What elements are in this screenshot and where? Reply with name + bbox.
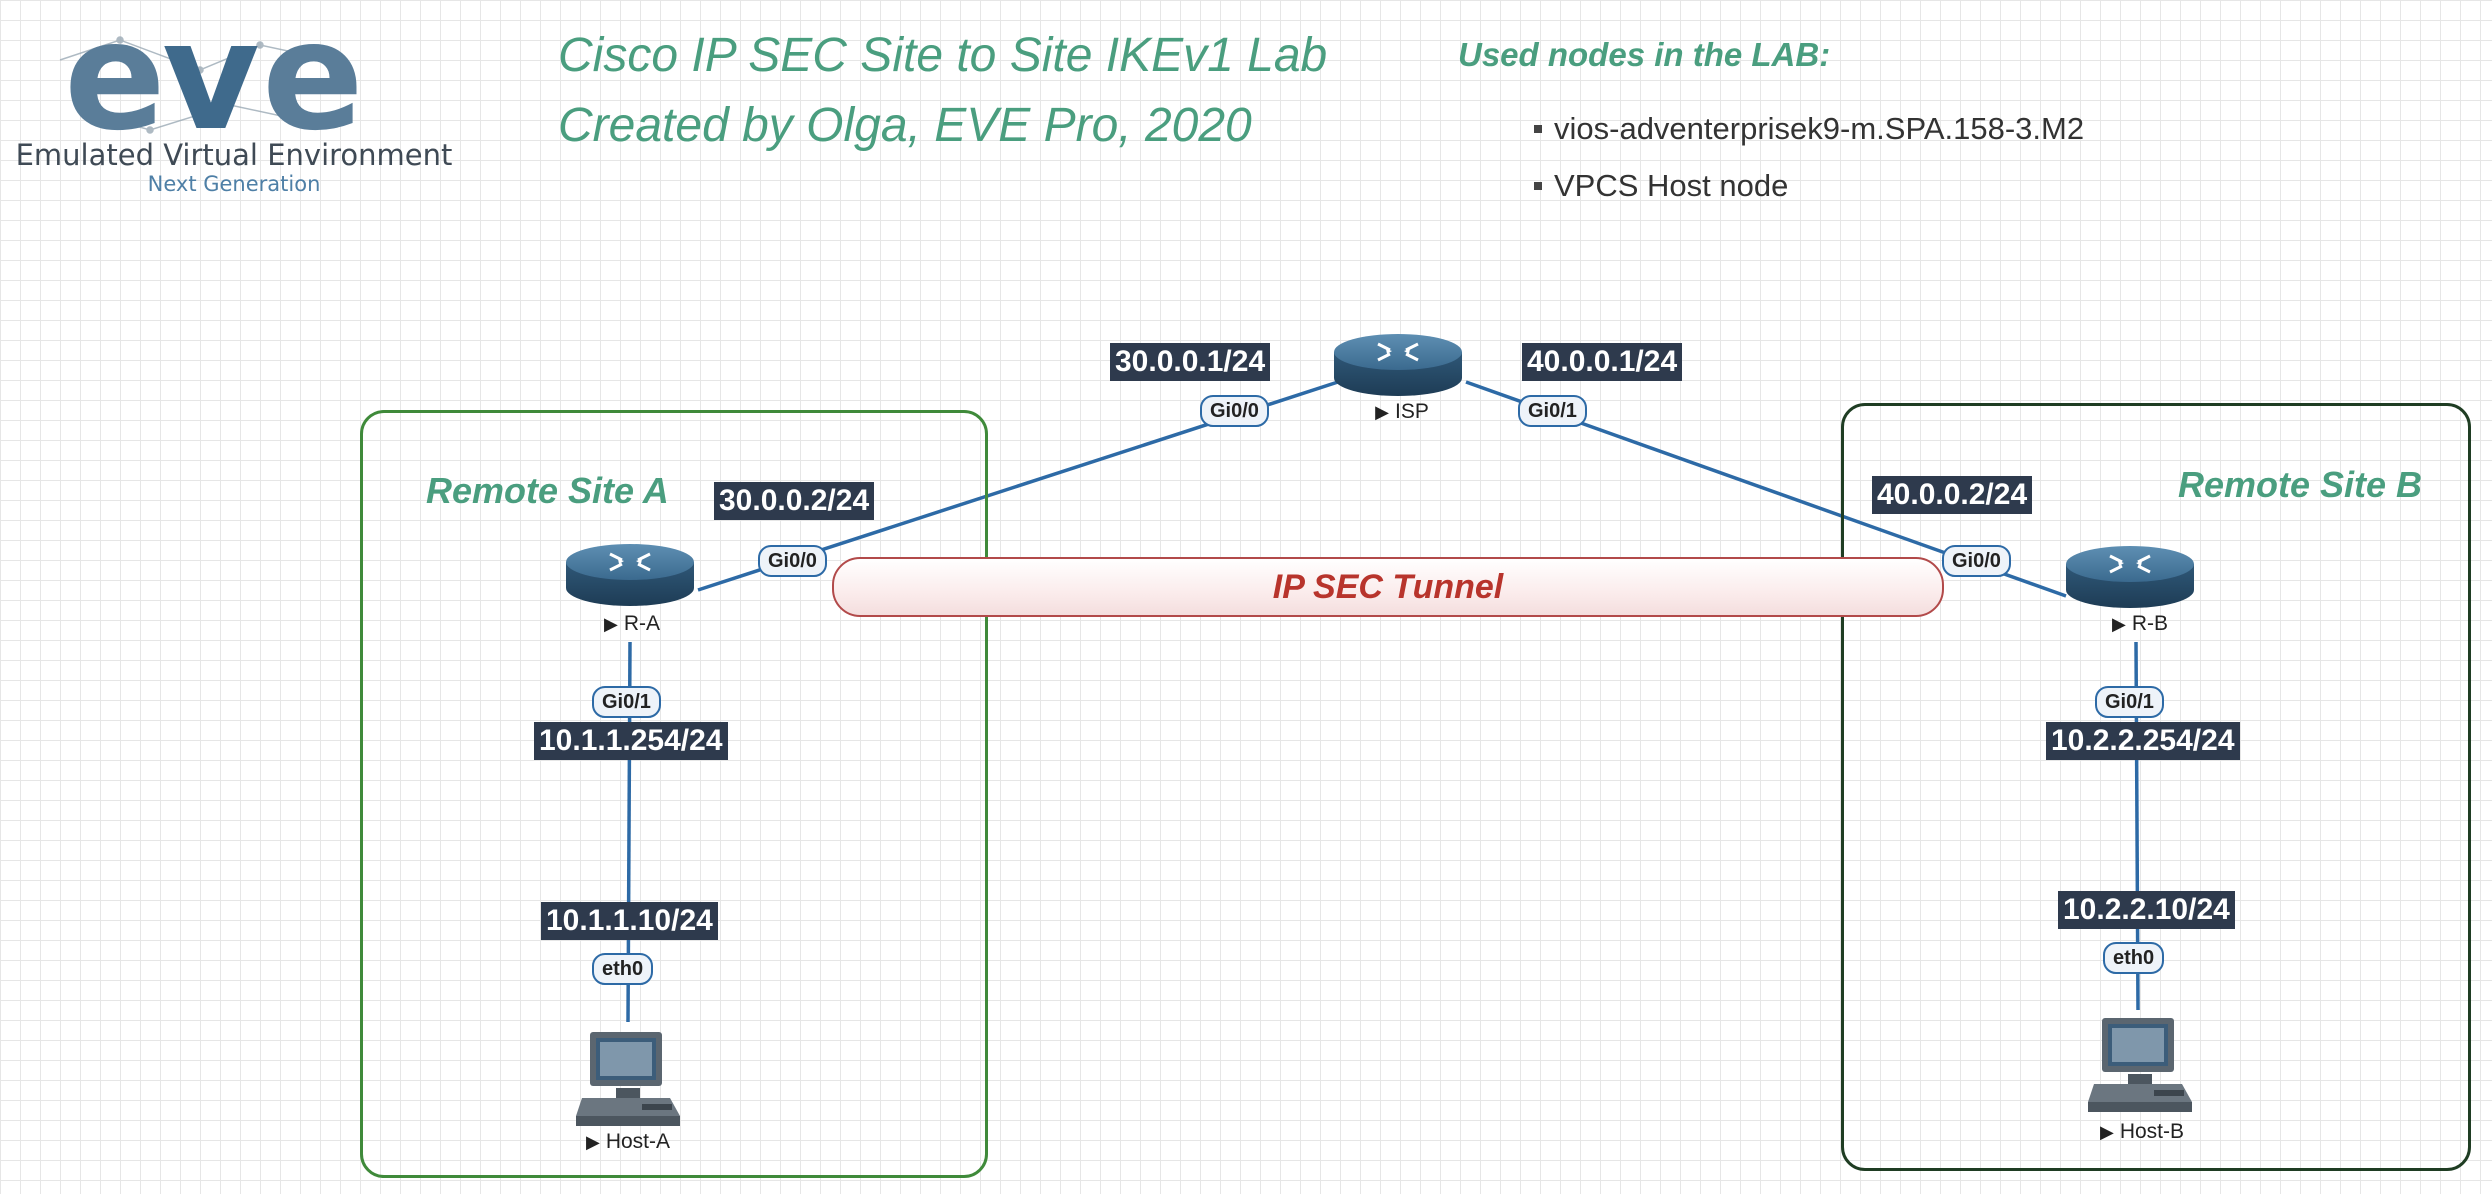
node-name: Host-B	[2119, 1120, 2185, 1143]
svg-text:v: v	[162, 0, 260, 164]
play-icon: ▶	[2111, 614, 2126, 634]
ra-gi00-ip: 30.0.0.2/24	[714, 482, 875, 520]
play-icon: ▶	[603, 614, 618, 634]
svg-text:e: e	[262, 0, 364, 164]
lab-title: Cisco IP SEC Site to Site IKEv1 Lab	[558, 29, 1328, 82]
lab-author: Created by Olga, EVE Pro, 2020	[558, 99, 1252, 152]
remote-site-b-box	[1841, 403, 2471, 1171]
node-name: R-A	[623, 612, 661, 635]
used-nodes-list: vios-adventerprisek9-m.SPA.158-3.M2 VPCS…	[1533, 100, 2084, 214]
node-name: ISP	[1394, 400, 1429, 423]
list-item: VPCS Host node	[1533, 157, 2084, 214]
svg-text:e: e	[64, 0, 166, 164]
isp-gi01-port[interactable]: Gi0/1	[1518, 395, 1587, 427]
host-a-eth0-port[interactable]: eth0	[592, 953, 654, 985]
ipsec-tunnel: IP SEC Tunnel	[832, 557, 1944, 617]
ra-gi01-ip: 10.1.1.254/24	[534, 722, 728, 760]
logo-subtitle: Emulated Virtual Environment	[15, 138, 453, 172]
remote-site-a-box	[360, 410, 988, 1178]
list-item: vios-adventerprisek9-m.SPA.158-3.M2	[1533, 100, 2084, 157]
remote-site-b-label: Remote Site B	[2178, 464, 2423, 505]
host-a-ip: 10.1.1.10/24	[541, 902, 718, 940]
isp-gi00-ip: 30.0.0.1/24	[1110, 343, 1271, 381]
isp-router-icon[interactable]	[1332, 332, 1464, 398]
ra-gi00-port[interactable]: Gi0/0	[758, 545, 827, 577]
node-name: R-B	[2131, 612, 2169, 635]
node-name: Host-A	[605, 1130, 671, 1153]
play-icon: ▶	[2099, 1122, 2114, 1142]
ra-gi01-port[interactable]: Gi0/1	[592, 686, 661, 718]
play-icon: ▶	[1375, 402, 1389, 422]
ra-node-label[interactable]: ▶R-A	[604, 612, 660, 636]
host-b-node-label[interactable]: ▶Host-B	[2100, 1120, 2184, 1144]
rb-gi00-ip: 40.0.0.2/24	[1872, 476, 2033, 514]
eve-logo-graphic: e v e	[59, 0, 364, 164]
rb-gi01-port[interactable]: Gi0/1	[2095, 686, 2164, 718]
play-icon: ▶	[585, 1132, 600, 1152]
host-b-eth0-port[interactable]: eth0	[2103, 942, 2165, 974]
rb-node-label[interactable]: ▶R-B	[2112, 612, 2168, 636]
isp-gi01-ip: 40.0.0.1/24	[1522, 343, 1683, 381]
rb-gi00-port[interactable]: Gi0/0	[1942, 545, 2011, 577]
host-a-node-label[interactable]: ▶Host-A	[586, 1130, 670, 1154]
isp-node-label[interactable]: ▶ISP	[1375, 400, 1429, 424]
used-nodes-title: Used nodes in the LAB:	[1458, 36, 1831, 73]
remote-site-a-label: Remote Site A	[426, 470, 669, 511]
eve-logo: Emulated Virtual Environment Next Genera…	[14, 20, 454, 200]
isp-gi00-port[interactable]: Gi0/0	[1200, 395, 1269, 427]
host-b-ip: 10.2.2.10/24	[2058, 891, 2235, 929]
rb-gi01-ip: 10.2.2.254/24	[2046, 722, 2240, 760]
logo-tagline: Next Generation	[147, 172, 321, 196]
